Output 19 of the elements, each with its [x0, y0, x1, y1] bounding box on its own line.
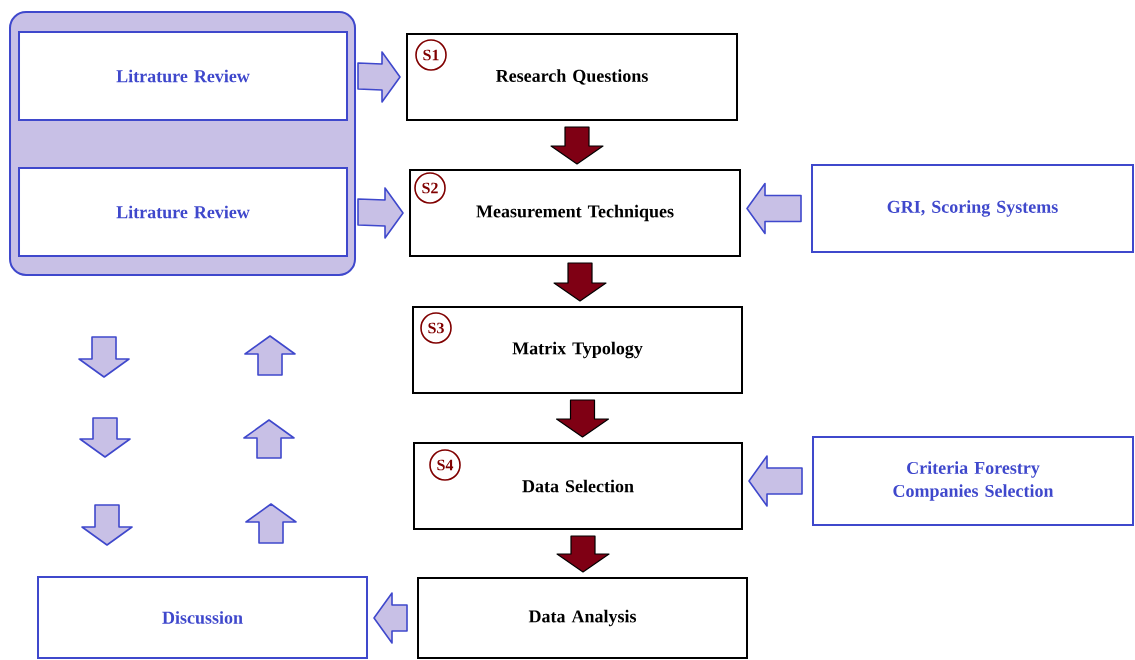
block-arrow: [556, 535, 610, 573]
text-box: Litrature Review: [18, 31, 348, 121]
step-badge: S4: [429, 449, 461, 481]
block-arrow: [748, 455, 803, 507]
step-badge: S1: [415, 39, 447, 71]
input-box: Criteria Forestry Companies Selection: [812, 436, 1134, 526]
step-badge: S2: [414, 172, 446, 204]
block-arrow: [555, 399, 610, 438]
input-box: GRI, Scoring Systems: [811, 164, 1134, 253]
block-arrow: [553, 262, 607, 302]
block-arrow: [550, 126, 604, 165]
block-arrow: [373, 592, 408, 644]
text-box: Discussion: [37, 576, 368, 659]
step-badge: S3: [420, 312, 452, 344]
process-box: Data Analysis: [417, 577, 748, 659]
text-box: Litrature Review: [18, 167, 348, 257]
block-arrow: [357, 187, 404, 239]
block-arrow: [746, 182, 802, 235]
block-arrow: [357, 51, 401, 103]
